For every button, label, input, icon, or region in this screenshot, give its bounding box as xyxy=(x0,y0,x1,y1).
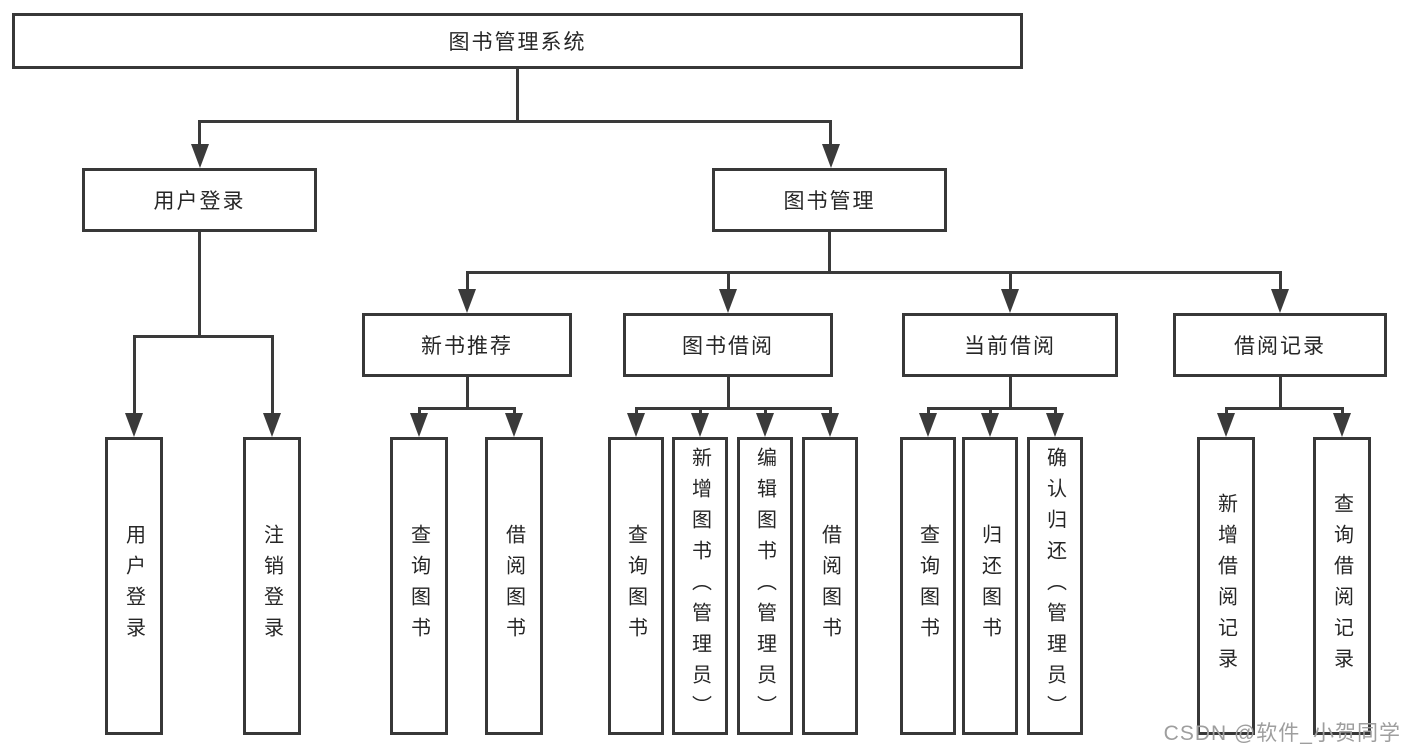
leaf-add-book-admin: 新增图书（管理员） xyxy=(672,437,728,735)
leaf-query-borrow-record: 查询借阅记录 xyxy=(1313,437,1371,735)
connector-line xyxy=(1279,377,1282,409)
leaf-query-borrow-record-label: 查询借阅记录 xyxy=(1330,493,1353,679)
node-book-management: 图书管理 xyxy=(712,168,947,232)
leaf-query-book-current-label: 查询图书 xyxy=(916,524,939,648)
leaf-add-borrow-record: 新增借阅记录 xyxy=(1197,437,1255,735)
arrowhead-down-icon xyxy=(263,413,281,437)
connector-line xyxy=(828,232,831,274)
node-book-borrowing: 图书借阅 xyxy=(623,313,833,377)
connector-line xyxy=(1009,377,1012,409)
leaf-user-login-label: 用户登录 xyxy=(122,524,145,648)
leaf-add-book-admin-label: 新增图书（管理员） xyxy=(688,446,711,726)
connector-line xyxy=(926,407,930,415)
node-root-system: 图书管理系统 xyxy=(12,13,1023,69)
node-user-login-label: 用户登录 xyxy=(153,190,246,213)
leaf-borrow-book: 借阅图书 xyxy=(802,437,858,735)
node-book-management-label: 图书管理 xyxy=(783,190,876,213)
connector-line xyxy=(512,407,516,415)
arrowhead-down-icon xyxy=(821,144,840,168)
node-borrowing-records: 借阅记录 xyxy=(1173,313,1387,377)
leaf-edit-book-admin: 编辑图书（管理员） xyxy=(737,437,793,735)
arrowhead-down-icon xyxy=(691,413,709,437)
leaf-query-book-recommend-label: 查询图书 xyxy=(407,524,430,648)
connector-line xyxy=(1053,407,1057,415)
leaf-borrow-book-recommend: 借阅图书 xyxy=(485,437,543,735)
arrowhead-down-icon xyxy=(410,413,428,437)
connector-line xyxy=(1340,407,1344,415)
connector-line xyxy=(634,407,832,410)
node-root-label: 图书管理系统 xyxy=(448,31,587,54)
leaf-return-book: 归还图书 xyxy=(962,437,1018,735)
connector-line xyxy=(198,120,831,123)
connector-line xyxy=(466,377,469,409)
connector-line xyxy=(417,407,516,410)
leaf-logout: 注销登录 xyxy=(243,437,301,735)
connector-line xyxy=(1278,271,1282,291)
node-new-book-recommendation-label: 新书推荐 xyxy=(421,335,513,358)
connector-line xyxy=(926,407,1057,410)
node-book-borrowing-label: 图书借阅 xyxy=(682,335,774,358)
node-user-login: 用户登录 xyxy=(82,168,317,232)
leaf-query-book-recommend: 查询图书 xyxy=(390,437,448,735)
arrowhead-down-icon xyxy=(627,413,645,437)
arrowhead-down-icon xyxy=(756,413,774,437)
connector-line xyxy=(698,407,702,415)
connector-line xyxy=(465,271,469,291)
connector-line xyxy=(763,407,767,415)
connector-line xyxy=(634,407,638,415)
arrowhead-down-icon xyxy=(981,413,999,437)
leaf-query-book-borrowing-label: 查询图书 xyxy=(624,524,647,648)
arrowhead-down-icon xyxy=(1333,413,1351,437)
watermark-text: CSDN @软件_小贺同学 xyxy=(1163,722,1401,745)
connector-line xyxy=(198,120,201,146)
connector-line xyxy=(132,335,274,338)
connector-line xyxy=(465,271,1282,274)
connector-line xyxy=(516,68,519,122)
arrowhead-down-icon xyxy=(458,289,476,313)
leaf-query-book-current: 查询图书 xyxy=(900,437,956,735)
node-borrowing-records-label: 借阅记录 xyxy=(1234,335,1326,358)
connector-line xyxy=(198,232,201,338)
leaf-borrow-book-recommend-label: 借阅图书 xyxy=(502,524,525,648)
arrowhead-down-icon xyxy=(505,413,523,437)
arrowhead-down-icon xyxy=(1271,289,1289,313)
connector-line xyxy=(1224,407,1228,415)
leaf-query-book-borrowing: 查询图书 xyxy=(608,437,664,735)
connector-line xyxy=(1224,407,1344,410)
arrowhead-down-icon xyxy=(1217,413,1235,437)
leaf-borrow-book-label: 借阅图书 xyxy=(818,524,841,648)
connector-line xyxy=(726,271,730,291)
leaf-logout-label: 注销登录 xyxy=(260,524,283,648)
connector-line xyxy=(1008,271,1012,291)
connector-line xyxy=(828,407,832,415)
arrowhead-down-icon xyxy=(719,289,737,313)
leaf-confirm-return-admin-label: 确认归还（管理员） xyxy=(1043,446,1066,726)
connector-line xyxy=(270,335,274,415)
connector-line xyxy=(988,407,992,415)
connector-line xyxy=(829,120,832,146)
leaf-return-book-label: 归还图书 xyxy=(978,524,1001,648)
node-new-book-recommendation: 新书推荐 xyxy=(362,313,572,377)
leaf-confirm-return-admin: 确认归还（管理员） xyxy=(1027,437,1083,735)
arrowhead-down-icon xyxy=(821,413,839,437)
leaf-user-login: 用户登录 xyxy=(105,437,163,735)
arrowhead-down-icon xyxy=(190,144,209,168)
arrowhead-down-icon xyxy=(1001,289,1019,313)
arrowhead-down-icon xyxy=(125,413,143,437)
connector-line xyxy=(132,335,136,415)
arrowhead-down-icon xyxy=(919,413,937,437)
arrowhead-down-icon xyxy=(1046,413,1064,437)
connector-line xyxy=(727,377,730,409)
leaf-edit-book-admin-label: 编辑图书（管理员） xyxy=(753,446,776,726)
node-current-borrowing-label: 当前借阅 xyxy=(964,335,1056,358)
connector-line xyxy=(417,407,421,415)
leaf-add-borrow-record-label: 新增借阅记录 xyxy=(1214,493,1237,679)
node-current-borrowing: 当前借阅 xyxy=(902,313,1118,377)
